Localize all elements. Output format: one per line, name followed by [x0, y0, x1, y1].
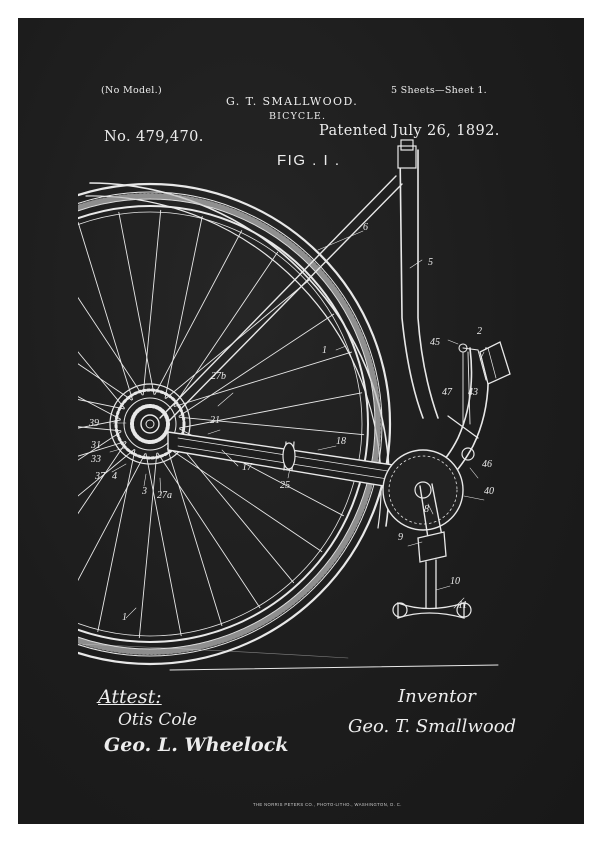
patent-sheet: (No Model.) G. T. SMALLWOOD. BICYCLE. 5 …: [18, 18, 584, 824]
spoke: [178, 416, 365, 436]
ref-17: 17: [242, 462, 253, 473]
spoke: [118, 211, 155, 395]
spoke: [138, 452, 158, 639]
ref-4: 4: [112, 471, 117, 482]
spoke: [78, 396, 121, 420]
ref-46: 46: [482, 459, 492, 470]
witness-signature-1: Otis Cole: [118, 710, 198, 730]
ref-21: 21: [210, 415, 220, 426]
ref-31: 31: [90, 440, 101, 451]
rear-hub: [109, 383, 191, 465]
spoke: [173, 251, 279, 407]
spoke: [78, 399, 125, 410]
spoke: [157, 452, 261, 609]
pedal: [392, 602, 472, 619]
spoke: [78, 351, 125, 409]
seat-tube: [399, 147, 439, 419]
spoke: [179, 392, 363, 429]
inventor-signature: Geo. T. Smallwood: [348, 716, 517, 737]
ref-18: 18: [336, 436, 346, 447]
lithographer-imprint: THE NORRIS PETERS CO., PHOTO-LITHO., WAS…: [253, 802, 402, 807]
crank-arm: [419, 483, 443, 539]
spoke: [78, 441, 127, 515]
ref-3: 3: [141, 486, 147, 497]
seat-stay: [159, 175, 397, 419]
spoke: [164, 216, 203, 399]
crank-bracket: [382, 449, 464, 531]
spoke: [97, 449, 136, 632]
ref-10: 10: [450, 576, 460, 587]
spoke: [78, 419, 121, 429]
spoke: [145, 453, 182, 637]
spoke: [173, 351, 353, 407]
no-model-label: (No Model.): [101, 85, 162, 96]
spoke: [167, 447, 223, 627]
bicycle-drawing: 6 5 1 2 45 47 43 27b 21 17 18 25 8 9 10 …: [77, 139, 511, 671]
spoke: [78, 453, 146, 582]
inventor-heading: G. T. SMALLWOOD.: [226, 95, 359, 108]
spoke: [167, 447, 323, 553]
ref-9: 9: [398, 532, 403, 543]
spoke: [78, 426, 122, 432]
spoke: [142, 209, 162, 396]
patent-number: No. 479,470.: [104, 129, 204, 145]
steering-lever: [447, 341, 511, 461]
spoke: [78, 449, 135, 497]
ref-6: 6: [363, 222, 368, 233]
spoke: [78, 441, 127, 457]
spokes: [78, 209, 365, 639]
ref-37: 37: [94, 471, 106, 482]
ref-11: 11: [458, 600, 467, 611]
spoke: [175, 439, 295, 584]
ref-33: 33: [90, 454, 101, 465]
ref-39: 39: [88, 418, 99, 429]
ref-25: 25: [280, 480, 290, 491]
ref-43: 43: [468, 387, 478, 398]
spoke: [178, 313, 335, 417]
ref-8: 8: [424, 504, 429, 515]
ref-45: 45: [430, 337, 440, 348]
ref-5: 5: [428, 257, 433, 268]
ref-47: 47: [442, 387, 453, 398]
witness-signature-2: Geo. L. Wheelock: [104, 734, 289, 756]
ref-1-bottom: 1: [122, 612, 127, 623]
figure-label: FIG . I .: [277, 152, 341, 169]
ref-27b: 27b: [211, 371, 226, 382]
spoke: [78, 363, 133, 401]
invention-title: BICYCLE.: [269, 111, 327, 122]
ref-27a: 27a: [157, 490, 172, 501]
ref-40: 40: [484, 486, 494, 497]
ref-2: 2: [477, 326, 482, 337]
spoke: [78, 431, 122, 461]
rear-tire: [78, 182, 392, 666]
ground-line: [169, 664, 499, 671]
sheet-count: 5 Sheets—Sheet 1.: [391, 85, 487, 96]
ref-1-top: 1: [322, 345, 327, 356]
patent-date: Patented July 26, 1892.: [319, 123, 500, 139]
inventor-label: Inventor: [398, 686, 476, 707]
attest-label: Attest:: [98, 686, 162, 708]
spoke: [154, 230, 243, 395]
pedal-rod: [425, 559, 437, 609]
spoke: [78, 296, 143, 396]
spoke: [78, 221, 133, 401]
